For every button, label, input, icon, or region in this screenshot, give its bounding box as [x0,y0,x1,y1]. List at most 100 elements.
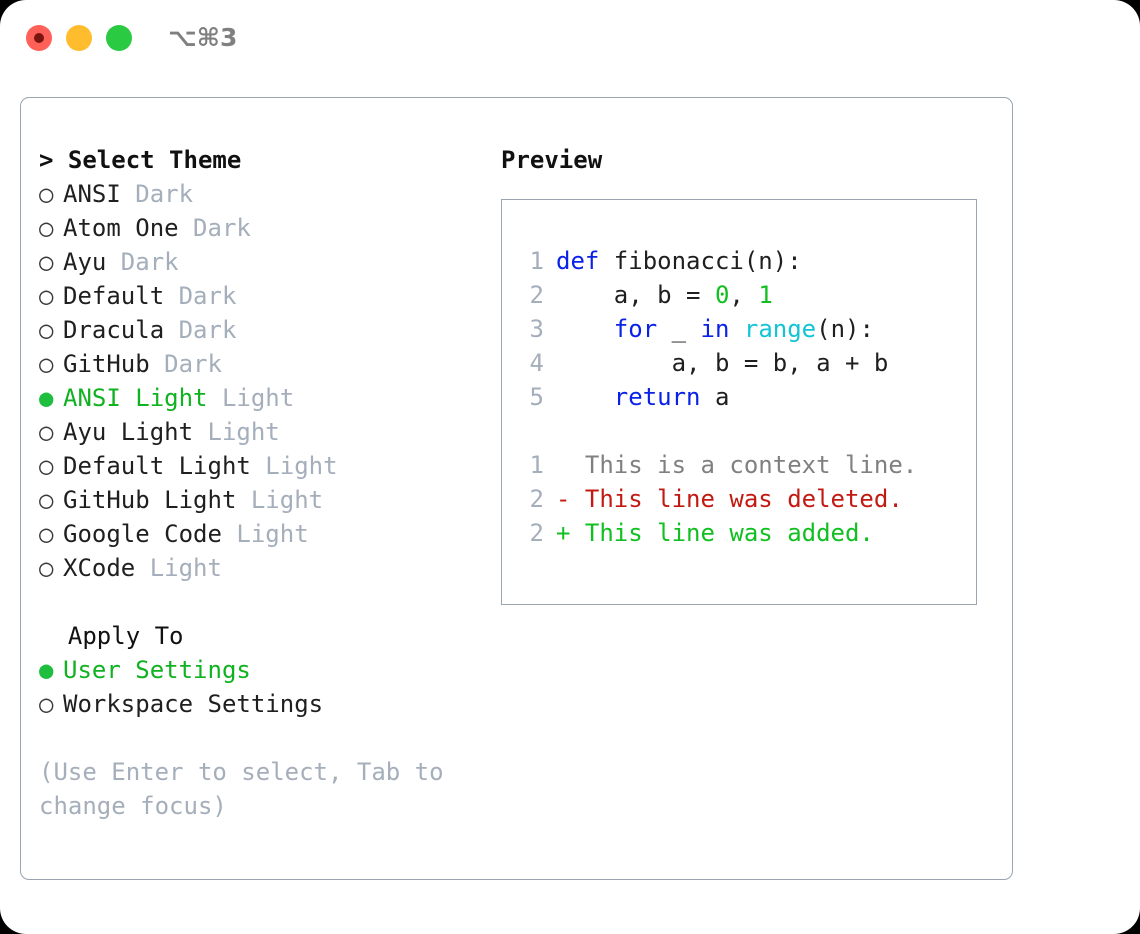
title-bar: ⌥⌘3 [0,0,1140,78]
window-title-shortcut: ⌥⌘3 [168,23,238,52]
apply-to-header: Apply To [39,622,184,650]
diff-line-number: 2 [529,519,544,547]
code-line-text: a, b = 0, 1 [556,278,773,312]
diff-line: 2 + This line was added. [514,516,970,550]
theme-list[interactable]: ○ANSI Dark○Atom One Dark○Ayu Dark○Defaul… [39,177,489,585]
diff-line-text-del: - This line was deleted. [556,485,903,513]
code-token-kw: def [556,247,600,275]
theme-option-variant: Dark [164,282,237,310]
theme-option-ansi-light[interactable]: ● ANSI Light Light [39,381,489,415]
radio-unselected-icon: ○ [39,554,54,582]
code-token-kw: return [613,383,701,411]
diff-line: 2 - This line was deleted. [514,482,970,516]
code-token-num: 0 [714,281,730,309]
theme-option-ayu-light[interactable]: ○Ayu Light Light [39,415,489,449]
code-token-plain: a [700,383,730,411]
theme-list-column: > Select Theme ○ANSI Dark○Atom One Dark○… [39,143,489,823]
theme-option-label: Default Light [63,452,251,480]
diff-line-number: 1 [529,451,544,479]
code-line: 4 a, b = b, a + b [514,346,970,380]
code-line: 1 def fibonacci(n): [514,244,970,278]
theme-option-label: Default [63,282,165,310]
apply-to-option-workspace-settings[interactable]: ○ Workspace Settings [39,687,489,721]
code-token-num: 1 [758,281,773,309]
theme-option-github[interactable]: ○ GitHub Dark [39,347,489,381]
diff-line-text-add: + This line was added. [556,519,874,547]
theme-option-variant: Dark [149,350,222,378]
code-line-number: 2 [529,281,544,309]
code-token-plain: a, b = b, a + b [556,349,889,377]
radio-unselected-icon: ○ [39,418,54,446]
theme-option-ayu[interactable]: ○Ayu Dark [39,245,489,279]
diff-line-number: 2 [529,485,544,513]
radio-unselected-icon: ○ [39,316,54,344]
apply-to-option-user-settings[interactable]: ●User Settings [39,653,489,687]
radio-unselected-icon: ○ [39,282,54,310]
theme-option-label: XCode [63,554,136,582]
theme-selector-panel: > Select Theme ○ANSI Dark○Atom One Dark○… [20,97,1013,880]
code-token-kw: for [613,315,658,343]
theme-option-default[interactable]: ○ Default Dark [39,279,489,313]
theme-option-dracula[interactable]: ○ Dracula Dark [39,313,489,347]
theme-option-variant: Light [221,520,309,548]
apply-to-option-label: Workspace Settings [63,690,324,718]
code-token-plain: (n): [816,315,874,343]
maximize-button[interactable] [106,25,132,51]
code-token-plain [729,315,743,343]
theme-option-variant: Light [207,384,295,412]
list-spacer [39,585,489,619]
diff-sample: 1 This is a context line. 2 - This line wa… [514,448,970,550]
theme-option-label: Ayu [63,248,107,276]
code-diff-separator [514,414,970,448]
theme-option-variant: Dark [120,180,194,208]
code-line-text: for _ in range(n): [556,312,874,346]
code-line: 5 return a [514,380,970,414]
radio-unselected-icon: ○ [39,520,54,548]
radio-unselected-icon: ○ [39,690,54,718]
theme-option-label: Google Code [63,520,222,548]
code-token-plain [556,315,614,343]
code-token-plain: fibonacci(n): [599,247,802,275]
code-token-plain: a, b = [556,281,715,309]
diff-line: 1 This is a context line. [514,448,970,482]
code-line-number: 4 [529,349,544,377]
code-token-plain: _ [657,315,701,343]
radio-unselected-icon: ○ [39,452,54,480]
radio-unselected-icon: ○ [39,486,54,514]
theme-option-variant: Light [236,486,324,514]
code-line-number: 1 [529,247,544,275]
radio-unselected-icon: ○ [39,350,54,378]
code-token-kw: in [700,315,730,343]
theme-option-label: GitHub [63,350,150,378]
theme-option-label: ANSI Light [63,384,208,412]
theme-option-google-code[interactable]: ○ Google Code Light [39,517,489,551]
close-button[interactable] [26,25,52,51]
theme-option-atom-one[interactable]: ○Atom One Dark [39,211,489,245]
theme-option-variant: Dark [178,214,251,242]
radio-unselected-icon: ○ [39,180,54,208]
apply-to-option-label: User Settings [63,656,251,684]
apply-to-list[interactable]: ●User Settings ○ Workspace Settings [39,653,489,721]
theme-option-label: Dracula [63,316,165,344]
theme-option-variant: Dark [164,316,237,344]
theme-option-github-light[interactable]: ○ GitHub Light Light [39,483,489,517]
minimize-button[interactable] [66,25,92,51]
theme-option-label: Ayu Light [63,418,194,446]
keyboard-hint: (Use Enter to select, Tab to change focu… [39,758,459,820]
code-line-number: 5 [529,383,544,411]
theme-option-ansi[interactable]: ○ ANSI Dark [39,177,489,211]
theme-option-xcode[interactable]: ○XCode Light [39,551,489,585]
code-line: 3 for _ in range(n): [514,312,970,346]
radio-selected-icon: ● [39,384,54,412]
theme-option-label: Atom One [63,214,179,242]
code-token-plain: , [729,281,759,309]
code-token-fn: range [743,315,817,343]
theme-option-label: GitHub Light [63,486,237,514]
code-line-text: a, b = b, a + b [556,346,889,380]
theme-option-default-light[interactable]: ○Default Light Light [39,449,489,483]
theme-option-label: ANSI [63,180,121,208]
